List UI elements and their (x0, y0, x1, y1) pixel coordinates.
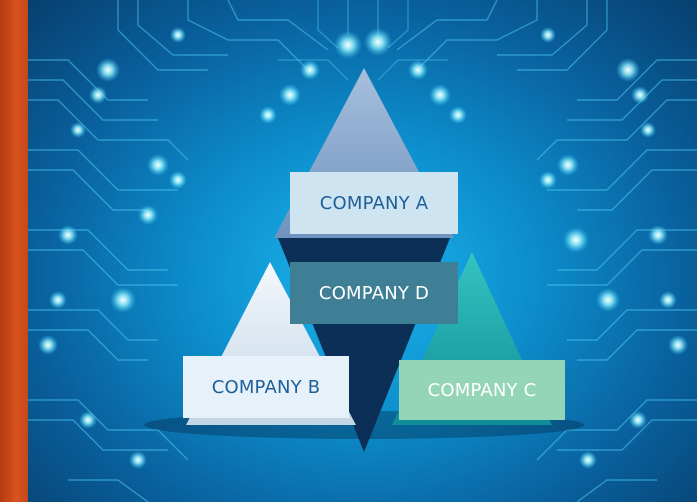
company-c-label: COMPANY C (399, 360, 565, 420)
company-b-label: COMPANY B (183, 356, 349, 418)
diagram-panel: COMPANY A COMPANY D COMPANY B COMPANY C (28, 0, 697, 502)
circuit-background (28, 0, 697, 502)
orange-frame-strip (0, 0, 28, 502)
company-d-label: COMPANY D (290, 262, 458, 324)
company-a-label: COMPANY A (290, 172, 458, 234)
